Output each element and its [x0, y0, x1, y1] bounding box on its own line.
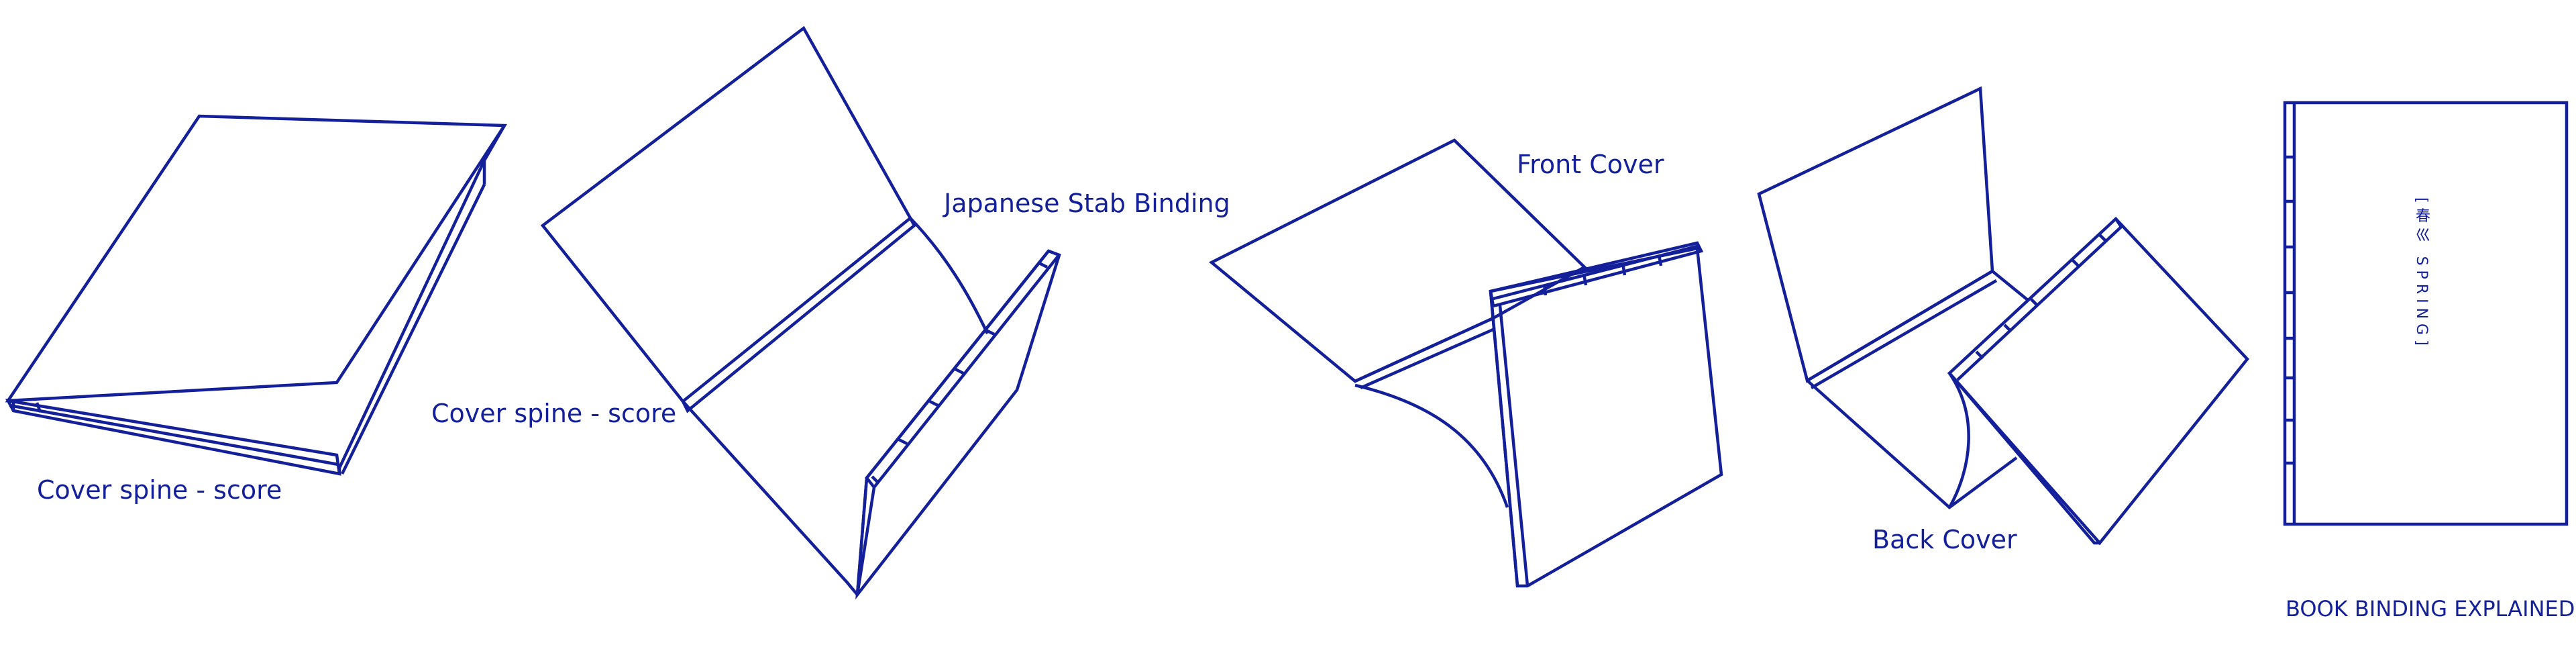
figure-folded-cover [5, 114, 508, 476]
figure-back-cover [1757, 86, 2249, 546]
label-front-cover: Front Cover [1517, 150, 1664, 179]
stab-stitch-1 [1038, 261, 1049, 269]
book-cover-title: [春巛 SPRING] [2413, 197, 2430, 350]
label-japanese-stab-binding: Japanese Stab Binding [944, 189, 1230, 218]
back-cover-spine [1948, 372, 2100, 545]
stab-page-curve [909, 217, 989, 334]
stab-left-page [540, 26, 912, 404]
front-left-spine-2 [1360, 327, 1495, 390]
stab-stitch-4 [928, 399, 939, 407]
front-stitch-3 [1621, 263, 1627, 276]
stab-left-lower [682, 400, 859, 596]
front-left-spine [1354, 316, 1494, 383]
back-page-curve [1948, 372, 1970, 509]
back-left-spine [1806, 270, 1994, 382]
back-left-lower [1806, 379, 2018, 509]
folded-cover-top-sheet [5, 114, 508, 403]
front-stitch-4 [1657, 254, 1663, 266]
front-stitch-2 [1582, 273, 1588, 286]
label-back-cover: Back Cover [1872, 525, 2017, 554]
closed-book-outline [2283, 101, 2569, 526]
back-cover-spine-2 [1956, 217, 2123, 381]
folded-cover-spine-score [5, 399, 341, 476]
front-cover-spine [1498, 305, 1529, 587]
back-stitch-2 [2072, 259, 2081, 268]
label-cover-spine-score-2: Cover spine - score [431, 399, 677, 428]
folded-cover-inner-edge-2 [340, 184, 486, 475]
back-left-page [1757, 86, 1994, 383]
front-page-curve [1354, 383, 1509, 508]
back-stitch-1 [2098, 234, 2108, 243]
stab-stitch-5 [898, 438, 908, 446]
folded-cover-spine-tick [35, 402, 42, 413]
figure-stab-binding [540, 26, 1061, 600]
stab-left-spine [681, 217, 916, 413]
caption-book-binding-explained: BOOK BINDING EXPLAINED [2286, 596, 2575, 622]
label-cover-spine-score-1: Cover spine - score [37, 475, 282, 505]
figure-front-cover [1208, 138, 1723, 588]
stab-stitch-3 [954, 367, 965, 375]
front-stitch-1 [1542, 284, 1548, 296]
front-cover-spine-2 [1489, 291, 1519, 587]
stab-stitch-6 [871, 475, 880, 485]
folded-cover-spine-mid [9, 403, 339, 466]
stab-right-page [855, 249, 1061, 600]
back-stitch-3 [2030, 298, 2039, 307]
back-stitch-4 [2003, 324, 2012, 333]
stab-right-spine [865, 250, 1059, 490]
back-stitch-5 [1975, 350, 1984, 360]
front-cover-top-line [1493, 244, 1700, 301]
back-cover-board [1947, 216, 2249, 546]
figure-closed-book [2283, 101, 2569, 526]
stab-spine-front-2 [855, 487, 876, 595]
back-left-mid [1991, 270, 2030, 302]
back-left-spine-2 [1810, 279, 1998, 389]
stab-stitch-2 [985, 328, 996, 336]
